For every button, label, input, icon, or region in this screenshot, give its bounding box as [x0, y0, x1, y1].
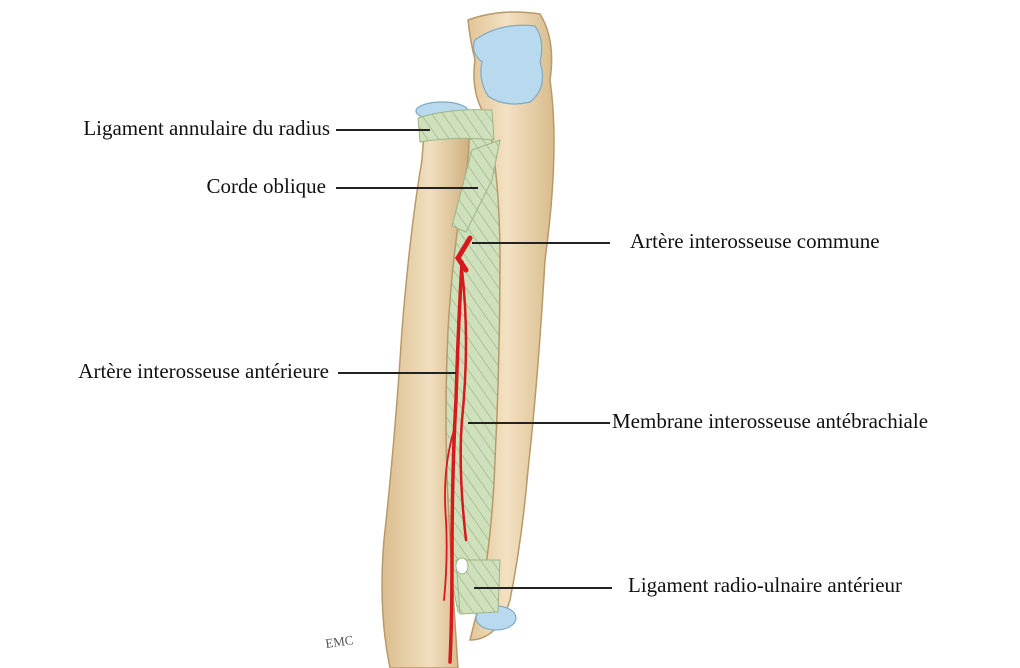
membrane-foramen: [456, 558, 468, 574]
emc-watermark: EMC: [324, 632, 354, 651]
label-artere-commune: Artère interosseuse commune: [630, 231, 880, 252]
label-membrane: Membrane interosseuse antébrachiale: [612, 411, 928, 432]
label-ligament-radio-ulnaire: Ligament radio-ulnaire antérieur: [628, 575, 902, 596]
label-ligament-annulaire: Ligament annulaire du radius: [83, 118, 330, 139]
annular-ligament: [418, 110, 494, 142]
label-corde-oblique: Corde oblique: [206, 176, 326, 197]
label-artere-anterieure: Artère interosseuse antérieure: [78, 361, 329, 382]
